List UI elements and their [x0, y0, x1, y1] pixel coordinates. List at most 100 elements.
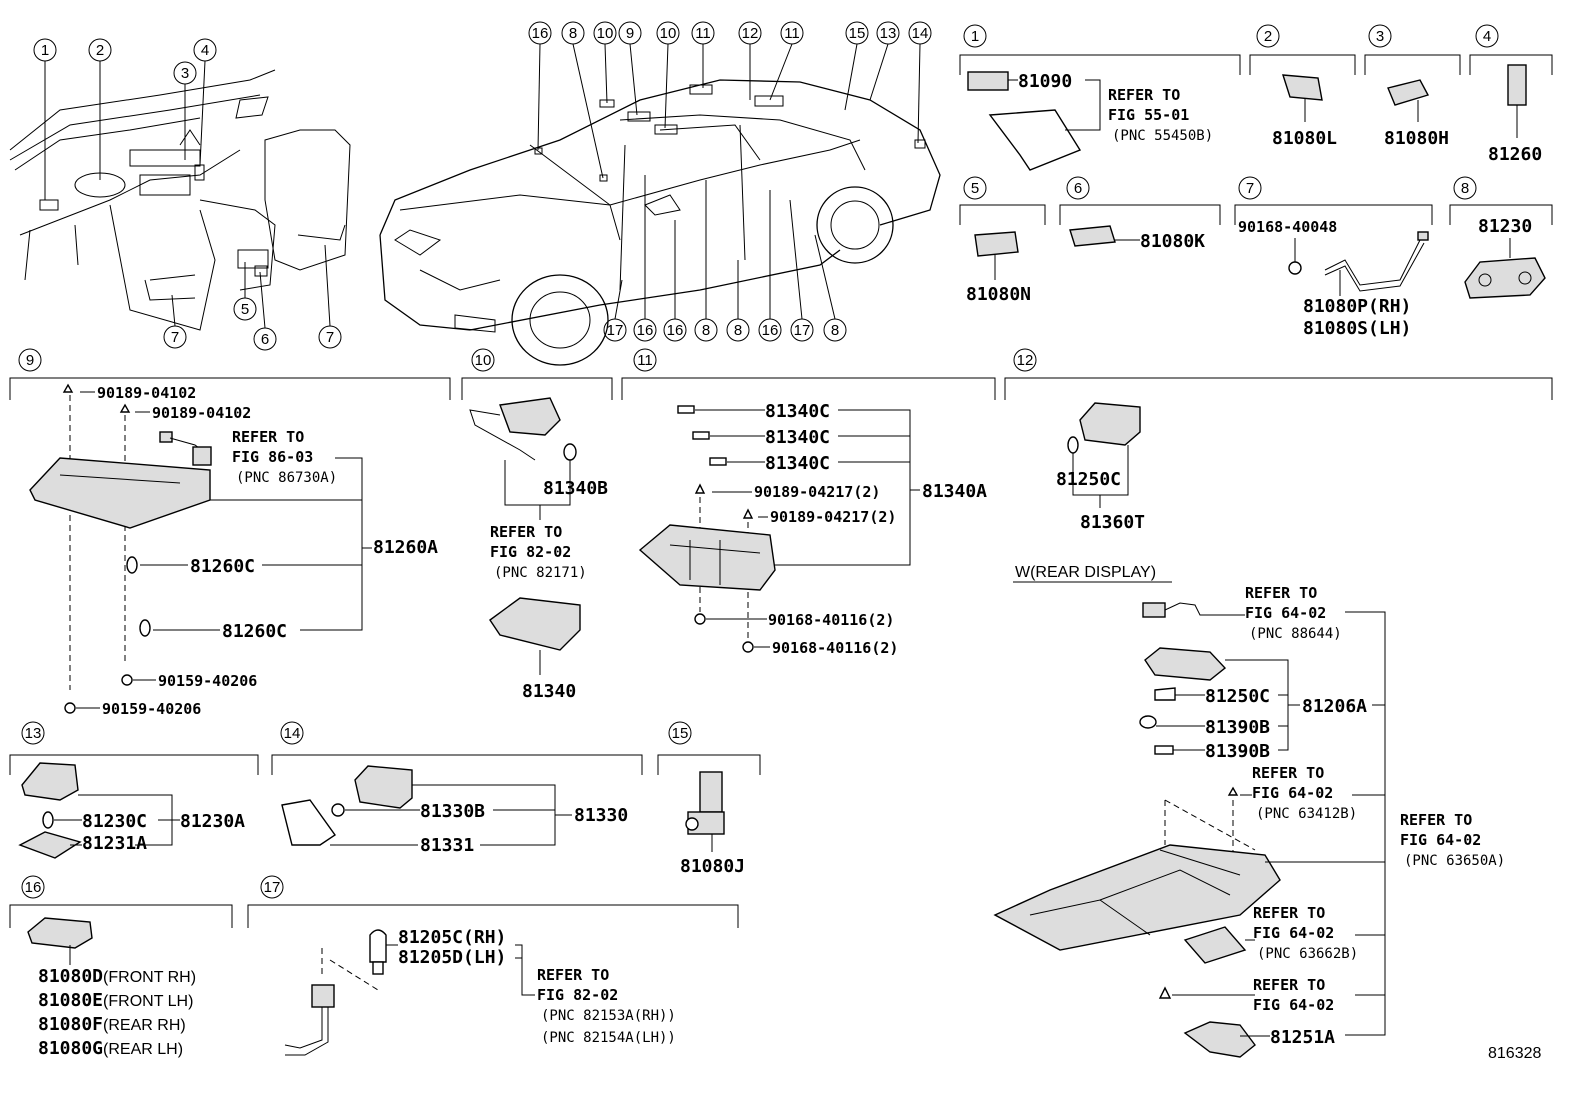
section-17: 17 81205C(RH) 81205D(LH) REFER TO FIG 82…	[247, 875, 739, 1056]
section-13-bulb: 81230C	[82, 811, 147, 832]
rear-display-cover: 81251A	[1270, 1027, 1335, 1048]
section-10-bulb: 81340B	[543, 478, 608, 499]
section-11-bulb1: 81340C	[765, 401, 830, 422]
section-12-assy: 81360T	[1080, 512, 1145, 533]
rear-display-ref2-line2: FIG 64-02	[1252, 784, 1333, 802]
car-callout-bottom-2: 16	[667, 322, 684, 339]
section-10: 10 81340B REFER TO FIG 82-02 (PNC 82171)…	[461, 348, 613, 702]
section-9-screw1: 90159-40206	[158, 672, 257, 690]
section-5-part: 81080N	[966, 284, 1031, 305]
car-callout-top-3: 9	[626, 25, 634, 42]
section-9-clip1: 90189-04102	[97, 384, 196, 402]
section-2-part: 81080L	[1272, 128, 1337, 149]
section-3: 3 81080H	[1364, 24, 1461, 149]
section-11: 11 81340C 81340C 81340C 81340A 90189-042…	[621, 348, 996, 657]
rear-display-ref2-line1: REFER TO	[1252, 764, 1324, 782]
rear-display-ref2-line3: (PNC 63412B)	[1256, 806, 1357, 822]
section-8-part: 81230	[1478, 216, 1532, 237]
section-17-bulb-rh: 81205C(RH)	[398, 927, 506, 948]
section-17-ref-line3: (PNC 82153A(RH))	[541, 1008, 676, 1024]
car-callout-bottom-3: 8	[702, 322, 710, 339]
car-callout-top-leader-7	[769, 43, 793, 101]
section-16: 16 81080D(FRONT RH)81080E(FRONT LH)81080…	[9, 875, 233, 1059]
car-callout-top-2: 10	[597, 25, 614, 42]
dashboard-illustration	[9, 69, 351, 331]
section-17-ref-line1: REFER TO	[537, 966, 609, 984]
section-14: 14 81330B 81330 81331	[271, 721, 643, 856]
rear-display-title: W(REAR DISPLAY)	[1015, 564, 1156, 581]
section-1-ref-line2: FIG 55-01	[1108, 106, 1189, 124]
car-callout-top-leader-10	[917, 43, 921, 144]
section-10-ref-line1: REFER TO	[490, 523, 562, 541]
car-callout-bottom-leader-0	[614, 279, 623, 320]
section-9-bulb2: 81260C	[222, 621, 287, 642]
section-5: 5 81080N	[959, 176, 1046, 305]
car-callout-top-9: 13	[880, 25, 897, 42]
section-7: 7 90168-40048 81080P(RH) 81080S(LH)	[1234, 176, 1433, 339]
callout-1: 1	[41, 42, 49, 59]
section-17-ref-line4: (PNC 82154A(LH))	[541, 1030, 676, 1046]
section-14-number: 14	[284, 725, 301, 742]
section-12-bulb: 81250C	[1056, 469, 1121, 490]
section-9-assy: 81260A	[373, 537, 438, 558]
section-10-ref-line3: (PNC 82171)	[494, 565, 587, 581]
section-4-number: 4	[1483, 28, 1491, 45]
section-6: 6 81080K	[1059, 176, 1221, 252]
rear-display-ref5-line2: FIG 64-02	[1253, 996, 1334, 1014]
section-14-assy: 81330	[574, 805, 628, 826]
car-callout-top-leader-4	[664, 43, 669, 129]
section-11-bulb3: 81340C	[765, 453, 830, 474]
callout-2: 2	[96, 42, 104, 59]
rear-display-ref3-line2: FIG 64-02	[1400, 831, 1481, 849]
callout-5: 5	[241, 301, 249, 318]
rear-display-ref1-line3: (PNC 88644)	[1249, 626, 1342, 642]
section-4-part: 81260	[1488, 144, 1542, 165]
section-16-item-1: 81080E(FRONT LH)	[38, 990, 193, 1011]
rear-display-ref4-line2: FIG 64-02	[1253, 924, 1334, 942]
section-6-part: 81080K	[1140, 231, 1205, 252]
section-16-item-desc-2: (REAR RH)	[103, 1017, 186, 1034]
callout-7b: 7	[326, 329, 334, 346]
section-11-assy: 81340A	[922, 481, 987, 502]
rear-display-assy: 81206A	[1302, 696, 1367, 717]
section-4: 4 81260	[1469, 24, 1553, 165]
section-8-number: 8	[1461, 180, 1469, 197]
car-callout-top-leader-8	[844, 43, 858, 111]
car-callout-bottom-1: 16	[637, 322, 654, 339]
car-callout-bottom-6: 17	[794, 322, 811, 339]
section-9-bulb1: 81260C	[190, 556, 255, 577]
rear-display-ref3-line3: (PNC 63650A)	[1404, 853, 1505, 869]
section-9-clip2: 90189-04102	[152, 404, 251, 422]
section-9-ref-line3: (PNC 86730A)	[236, 470, 337, 486]
section-10-assy: 81340	[522, 681, 576, 702]
section-16-item-3: 81080G(REAR LH)	[38, 1038, 183, 1059]
section-5-number: 5	[971, 180, 979, 197]
section-6-number: 6	[1074, 180, 1082, 197]
section-9-number: 9	[26, 352, 34, 369]
callout-3: 3	[181, 65, 189, 82]
car-callout-bottom-5: 16	[762, 322, 779, 339]
rear-display-bulb: 81250C	[1205, 686, 1270, 707]
section-11-number: 11	[637, 352, 653, 369]
car-callout-top-4: 10	[660, 25, 677, 42]
car-callout-top-6: 12	[742, 25, 759, 42]
section-10-number: 10	[475, 352, 492, 369]
section-16-item-desc-1: (FRONT LH)	[103, 993, 193, 1010]
section-16-item-desc-0: (FRONT RH)	[103, 969, 196, 986]
section-9-ref-line2: FIG 86-03	[232, 448, 313, 466]
rear-display-ref4-line1: REFER TO	[1253, 904, 1325, 922]
section-15: 15 81080J	[657, 721, 761, 877]
car-callout-top-1: 8	[569, 25, 577, 42]
section-17-number: 17	[264, 879, 281, 896]
section-1-ref-line1: REFER TO	[1108, 86, 1180, 104]
rear-display-section: W(REAR DISPLAY) REFER TO FIG 64-02 (PNC …	[993, 564, 1505, 1058]
callout-4: 4	[201, 42, 209, 59]
car-callout-bottom-4: 8	[734, 322, 742, 339]
section-13-number: 13	[25, 725, 42, 742]
section-17-bulb-lh: 81205D(LH)	[398, 947, 506, 968]
rear-display-bulb3: 81390B	[1205, 741, 1270, 762]
section-8: 8 81230	[1449, 176, 1553, 299]
section-11-clip2: 90189-04217(2)	[770, 508, 896, 526]
